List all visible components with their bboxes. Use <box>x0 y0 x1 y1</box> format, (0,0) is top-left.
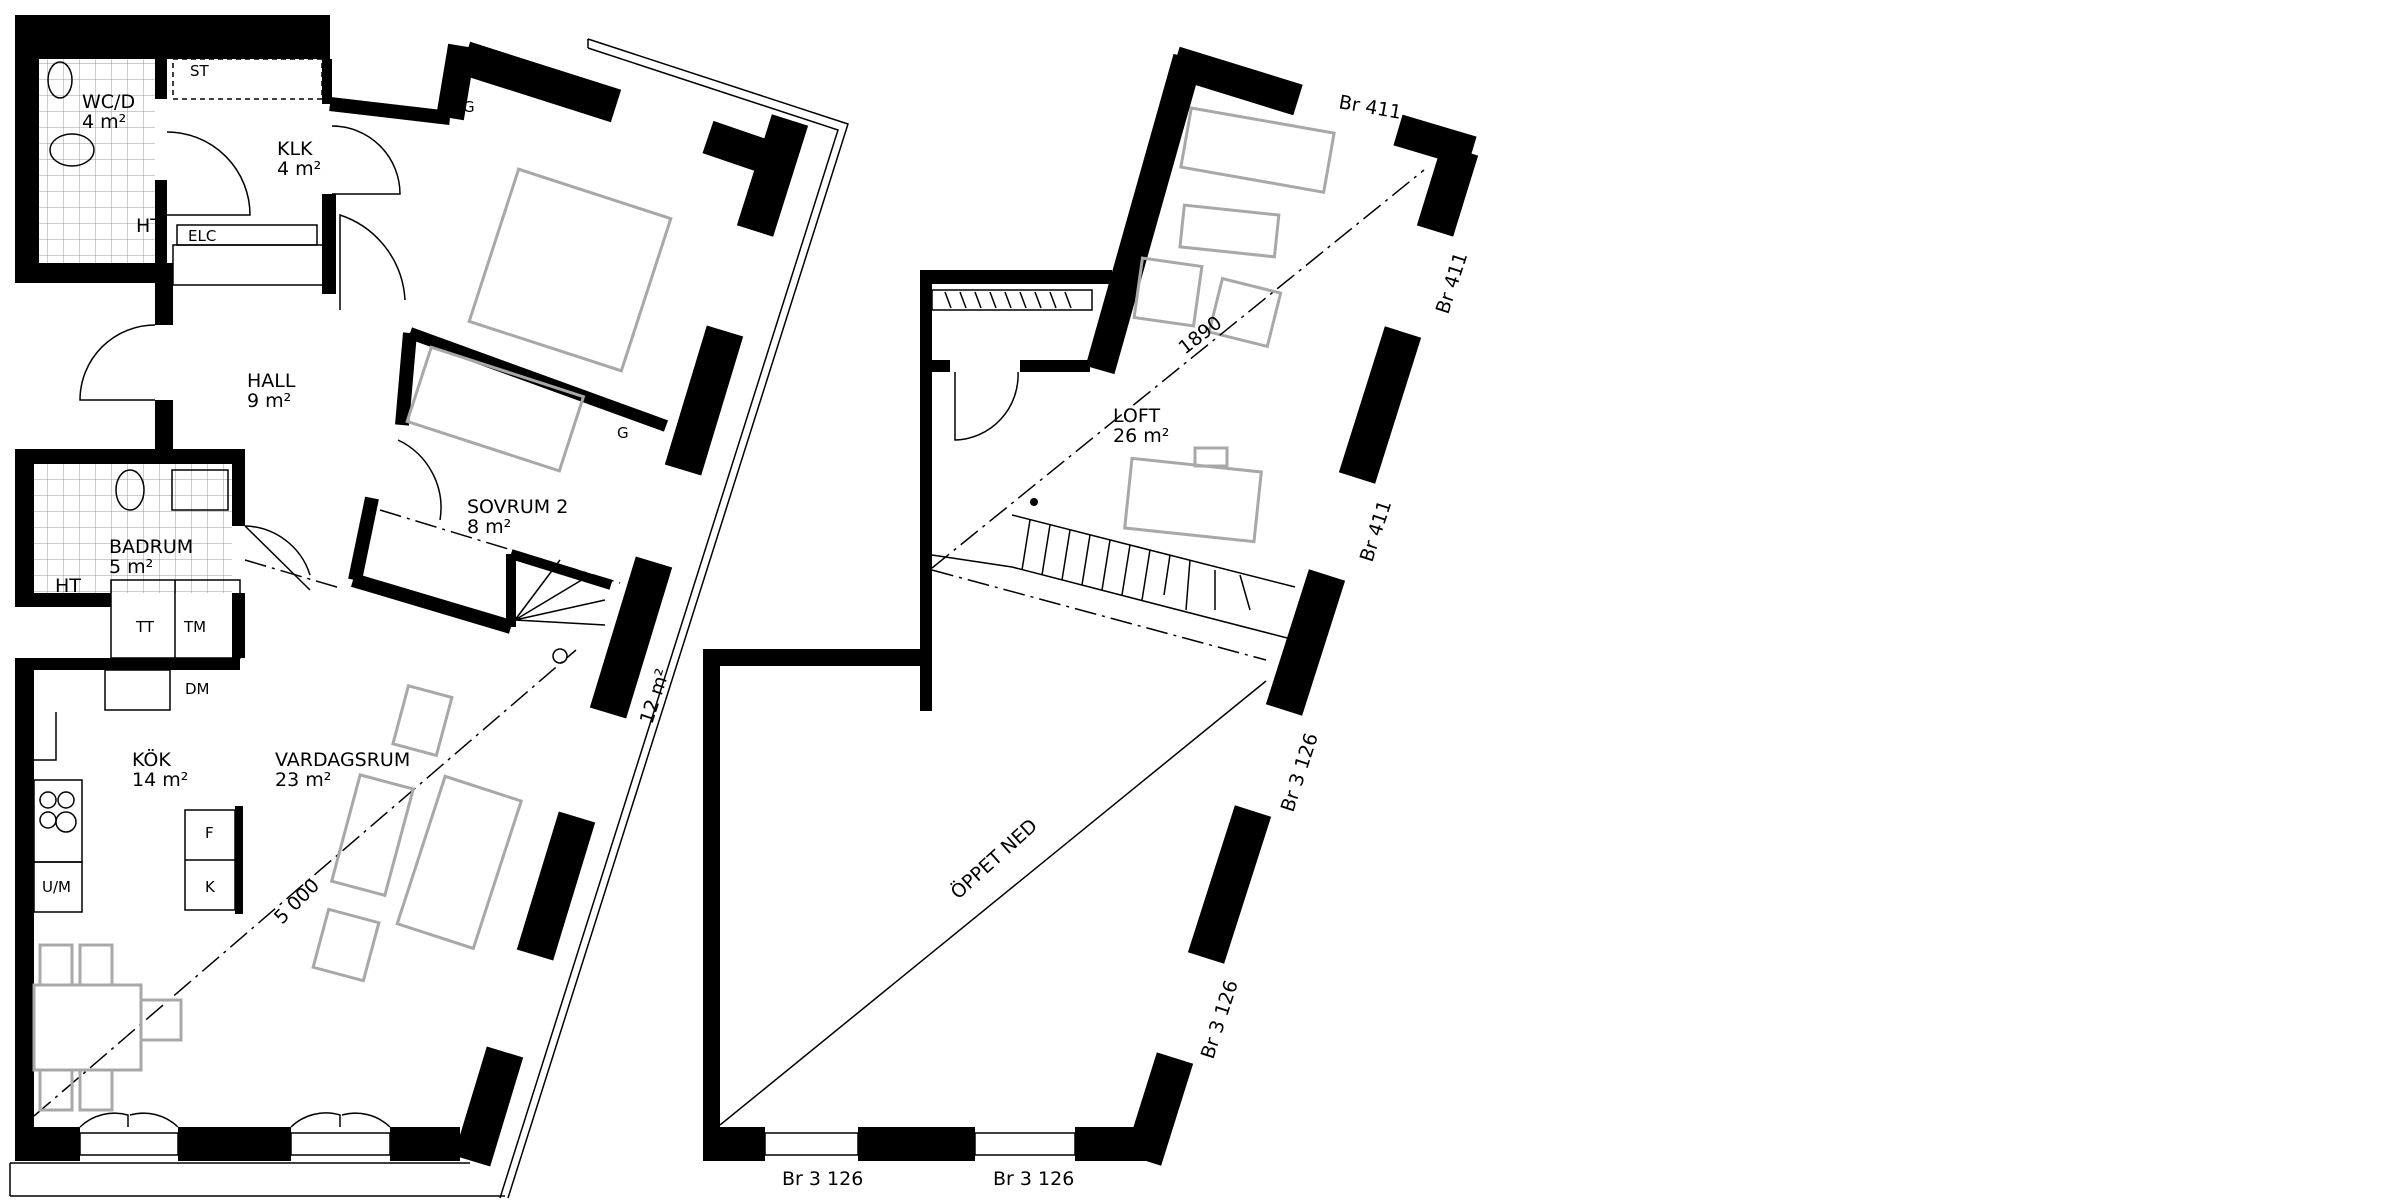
room-area-sovrum2: 8 m² <box>467 516 511 538</box>
ht-bath-label: HT <box>55 575 81 597</box>
room-area-loft: 26 m² <box>1113 425 1169 447</box>
spiral-stairs <box>514 559 606 664</box>
loft-chair <box>1193 446 1229 468</box>
bath-sink-icon <box>171 469 229 511</box>
room-name-klk: KLK <box>277 138 313 160</box>
sofa <box>395 774 524 951</box>
fixtures <box>33 58 324 914</box>
window-label-1: Br 411 <box>1337 91 1403 124</box>
loft-furniture <box>1123 106 1336 544</box>
window-label-5: Br 3 126 <box>1197 977 1243 1061</box>
window-label-7: Br 3 126 <box>993 1168 1074 1190</box>
room-area-hall: 9 m² <box>247 390 291 412</box>
toilet-icon <box>49 133 95 167</box>
loft-desk <box>1123 456 1263 544</box>
open-below-diagonal <box>719 680 1267 1126</box>
freezer-label: F <box>205 824 214 842</box>
dishwasher-label: DM <box>185 680 210 698</box>
loft-closet <box>931 289 1093 311</box>
room-name-loft: LOFT <box>1113 405 1160 427</box>
loft-sofa <box>1179 106 1336 194</box>
sink-icon <box>47 61 73 99</box>
room-area-wcd: 4 m² <box>82 111 126 133</box>
balcony-area: 12 m² <box>636 666 674 726</box>
window-label-2: Br 411 <box>1432 250 1472 317</box>
coffee-table <box>329 773 416 898</box>
room-area-kok: 14 m² <box>132 769 188 791</box>
toilet-icon <box>115 469 145 511</box>
room-area-klk: 4 m² <box>277 158 321 180</box>
ground-windows <box>79 1132 391 1156</box>
window-label-6: Br 3 126 <box>782 1168 863 1190</box>
room-name-vardagsrum: VARDAGSRUM <box>275 749 410 771</box>
ground-floor-plan: WC/D 4 m² KLK 4 m² HALL 9 m² BADRUM 5 m²… <box>9 15 849 1199</box>
loft-stairs <box>931 498 1296 641</box>
open-below-label: ÖPPET NED <box>946 814 1042 904</box>
loft-armchair <box>1132 256 1204 328</box>
furniture <box>32 167 673 1112</box>
wardrobe-label-2: G <box>617 424 629 442</box>
sovrum-ceiling-line <box>379 509 621 584</box>
loft-plan: LOFT 26 m² 1890 ÖPPET NED Br 411 Br 411 … <box>703 46 1479 1190</box>
hall-ceiling-line <box>244 559 341 589</box>
washing-machine-label: TM <box>183 618 206 636</box>
room-name-hall: HALL <box>247 370 296 392</box>
electrical-label: ELC <box>188 227 216 245</box>
ht-wc-label: HT <box>136 215 162 237</box>
dimension-line-living <box>33 649 577 1117</box>
dimension-5000: 5 000 <box>270 875 324 929</box>
loft-door-swing <box>954 371 1019 441</box>
dining-table <box>32 983 143 1072</box>
tumble-dryer-label: TT <box>135 618 155 636</box>
stove-icon <box>33 779 83 863</box>
loft-windows <box>764 1132 1076 1156</box>
room-area-badrum: 5 m² <box>109 556 153 578</box>
room-name-sovrum2: SOVRUM 2 <box>467 496 568 518</box>
loft-edge-line <box>931 569 1267 661</box>
loft-table <box>1178 203 1281 259</box>
double-bed <box>467 167 673 373</box>
oven-label: U/M <box>42 878 71 896</box>
bathroom-tile-floor <box>34 464 232 593</box>
loft-dimension-line <box>931 169 1425 569</box>
fridge-label: K <box>205 878 216 896</box>
window-label-3: Br 411 <box>1356 498 1396 565</box>
single-bed <box>405 345 586 473</box>
loft-walls <box>703 46 1479 1166</box>
room-name-kok: KÖK <box>132 748 171 771</box>
ground-floor-walls <box>15 15 809 1167</box>
wardrobe-label-1: G <box>463 98 475 116</box>
room-name-badrum: BADRUM <box>109 536 193 558</box>
door-swings <box>79 125 442 1128</box>
armchair <box>311 907 381 983</box>
room-name-wcd: WC/D <box>82 91 135 113</box>
armchair <box>391 684 454 758</box>
room-area-vardagsrum: 23 m² <box>275 769 331 791</box>
storage-label: ST <box>190 62 210 80</box>
window-label-4: Br 3 126 <box>1277 730 1323 814</box>
balcony-outline <box>9 38 849 1199</box>
loft-armchair <box>1207 276 1283 349</box>
wc-tile-floor <box>39 59 155 263</box>
